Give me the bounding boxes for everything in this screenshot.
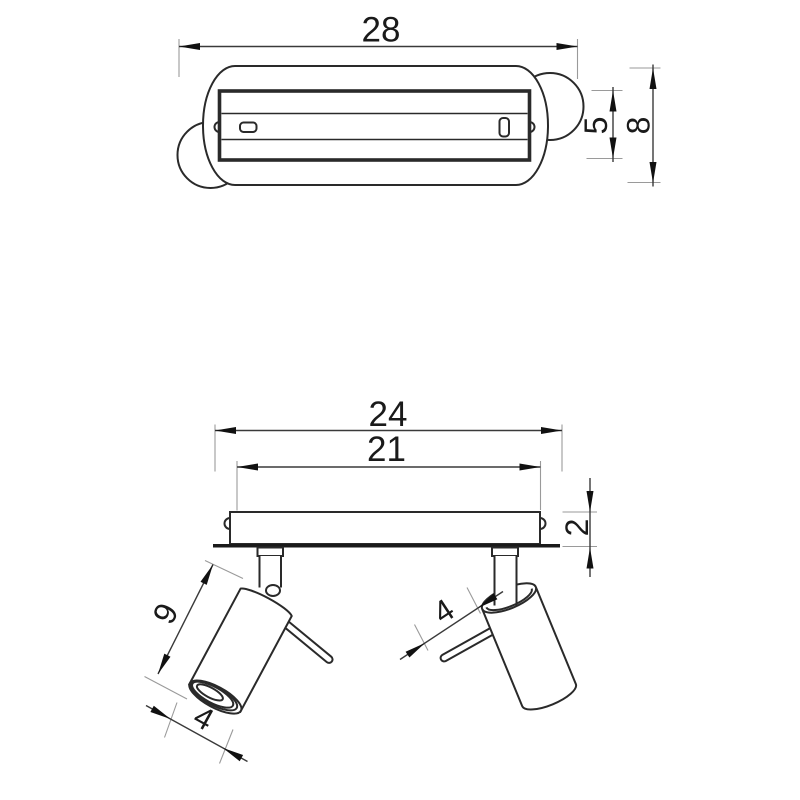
dim-label-24: 24	[369, 395, 408, 434]
right-handle-rod	[439, 625, 499, 663]
left-spot-lens-ring3	[195, 683, 224, 702]
dim-label-21: 21	[367, 430, 406, 469]
dim-label-28: 28	[362, 11, 401, 50]
left-spot-body	[188, 587, 293, 714]
side-view	[188, 511, 578, 715]
left-spot-lens-ring2	[191, 680, 235, 709]
right-ring-near-inner	[485, 588, 533, 612]
left-stem	[256, 546, 284, 588]
top-view	[176, 65, 585, 189]
top-view-slot-left	[239, 121, 258, 133]
dim-label-5: 5	[578, 117, 614, 135]
dim-label-9: 9	[145, 597, 185, 629]
dim-top-total-height: 8	[621, 64, 661, 187]
dim-label-2: 2	[559, 519, 595, 537]
right-spot-head	[439, 556, 578, 711]
right-ring-near-outer	[481, 586, 538, 614]
side-bar	[229, 511, 541, 545]
dim-bar-thickness: 2	[559, 478, 597, 577]
left-spot-head	[188, 584, 334, 715]
dim-top-inner-height: 5	[578, 87, 623, 162]
dim-label-8: 8	[621, 117, 657, 135]
left-pivot-ball	[265, 584, 281, 597]
right-spot-body	[481, 586, 578, 711]
dim-label-4-right: 4	[427, 592, 461, 631]
side-plate	[213, 544, 560, 548]
top-view-mount-box	[217, 89, 532, 162]
top-view-slot-right	[498, 117, 510, 138]
dim-top-width: 28	[178, 11, 579, 79]
dim-bar-length: 21	[236, 430, 542, 511]
dim-plate-length: 24	[214, 395, 563, 472]
dim-label-4-left: 4	[188, 699, 220, 738]
